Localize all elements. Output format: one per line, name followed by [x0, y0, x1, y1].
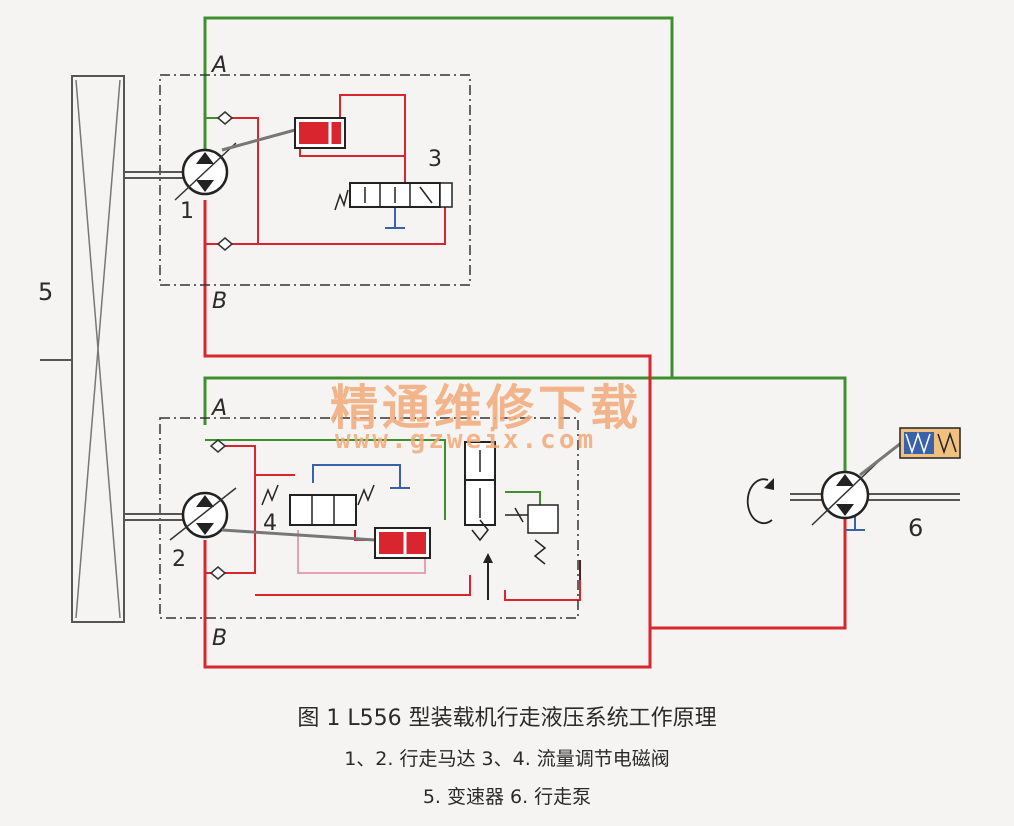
figure-caption-title: 图 1 L556 型装载机行走液压系统工作原理	[297, 706, 717, 731]
label-pump: 6	[908, 514, 923, 542]
motor2-symbol	[150, 487, 376, 542]
label-transmission: 5	[38, 278, 53, 306]
label-motor1: 1	[180, 199, 194, 224]
check-valve-1a	[216, 111, 234, 125]
pump-symbol	[746, 427, 961, 526]
watermark-url: www.gzweix.com	[335, 425, 597, 455]
label-port-b-top: B	[212, 289, 227, 314]
cylinder-1	[294, 117, 346, 149]
watermark-title: 精通维修下载	[330, 380, 643, 436]
check-valve-2a	[209, 439, 227, 453]
label-valve4: 4	[263, 511, 277, 536]
label-valve3: 3	[428, 147, 442, 172]
figure-legend-line1: 1、2. 行走马达 3、4. 流量调节电磁阀	[344, 748, 670, 770]
drain-lines	[312, 205, 865, 531]
hydraulic-schematic: 5 1 2 3 4 6 A B A B	[38, 16, 961, 669]
label-port-a-bottom: A	[210, 396, 227, 421]
transmission	[40, 75, 150, 623]
motor1-symbol	[150, 128, 296, 201]
valve-4	[261, 484, 375, 526]
valve-3	[334, 182, 453, 211]
label-port-b-bottom: B	[212, 626, 227, 651]
figure-legend-line2: 5. 变速器 6. 行走泵	[422, 786, 592, 808]
cylinder-2	[374, 527, 431, 559]
control-valve	[464, 441, 581, 600]
motor1-unit-boundary	[159, 74, 471, 286]
label-motor2: 2	[172, 547, 186, 572]
motor2-unit-boundary	[159, 417, 579, 619]
check-valve-2b	[209, 566, 227, 580]
check-valve-1b	[216, 237, 234, 251]
label-port-a-top: A	[210, 53, 227, 78]
